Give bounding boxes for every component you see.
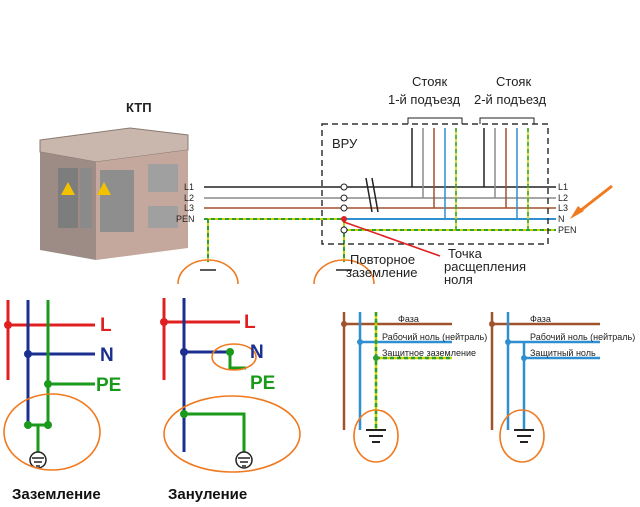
line-l3-label: L3: [558, 203, 568, 213]
right-left-neutral: Рабочий ноль (нейтраль): [382, 332, 487, 342]
riser-1-subtitle: 1-й подъезд: [388, 92, 460, 107]
line-pen-label: PEN: [558, 225, 577, 235]
zanulenie-pe-label: PE: [250, 373, 275, 394]
zanulenie-caption: Зануление: [168, 486, 247, 503]
right-right-protective: Защитный ноль: [530, 348, 596, 358]
riser-2-subtitle: 2-й подъезд: [474, 92, 546, 107]
vru-label: ВРУ: [332, 136, 358, 151]
vru-box: [321, 123, 549, 245]
riser-2-title: Стояк: [496, 74, 531, 89]
zazemlenie-caption: Заземление: [12, 486, 101, 503]
right-left-phase: Фаза: [398, 314, 419, 324]
zanulenie-n-label: N: [250, 342, 264, 363]
split-point-line2: расщепления: [444, 259, 526, 274]
split-point-line1: Точка: [448, 246, 483, 261]
annotations: Повторное заземление Точка расщепления н…: [343, 221, 526, 287]
ktp-label: КТП: [126, 100, 152, 115]
ktp-terminal-l3: L3: [184, 203, 194, 213]
risers: Стояк 1-й подъезд Стояк 2-й подъезд: [388, 74, 546, 230]
right-right-diagram: Фаза Рабочий ноль (нейтраль) Защитный но…: [489, 312, 635, 463]
ktp-terminal-pen: PEN: [176, 214, 195, 224]
riser-1-title: Стояк: [412, 74, 447, 89]
ktp-terminal-labels: L1 L2 L3 PEN: [176, 182, 195, 224]
right-line-labels: L1 L2 L3 N PEN: [558, 182, 577, 235]
line-n-label: N: [558, 214, 565, 224]
right-right-neutral: Рабочий ноль (нейтраль): [530, 332, 635, 342]
zanulenie-diagram: L N PE Зануление: [160, 298, 301, 503]
ktp-building: КТП: [39, 100, 189, 260]
right-left-protective: Защитное заземление: [382, 348, 476, 358]
zazemlenie-diagram: L N PE Заземление: [3, 300, 121, 503]
ktp-terminal-l1: L1: [184, 182, 194, 192]
split-point-line3: ноля: [444, 272, 473, 287]
repeat-ground-line1: Повторное: [350, 252, 415, 267]
zanulenie-l-label: L: [244, 312, 256, 333]
zazemlenie-pe-label: PE: [96, 375, 121, 396]
repeat-ground-line2: заземление: [346, 265, 418, 280]
ground-arcs: [177, 259, 375, 285]
orange-arrow: [570, 184, 613, 219]
line-l1-label: L1: [558, 182, 568, 192]
ktp-terminal-l2: L2: [184, 193, 194, 203]
main-lines: [204, 177, 556, 262]
line-l2-label: L2: [558, 193, 568, 203]
zazemlenie-n-label: N: [100, 345, 114, 366]
zazemlenie-l-label: L: [100, 315, 112, 336]
right-left-diagram: Фаза Рабочий ноль (нейтраль) Защитное за…: [341, 312, 487, 463]
right-right-phase: Фаза: [530, 314, 551, 324]
